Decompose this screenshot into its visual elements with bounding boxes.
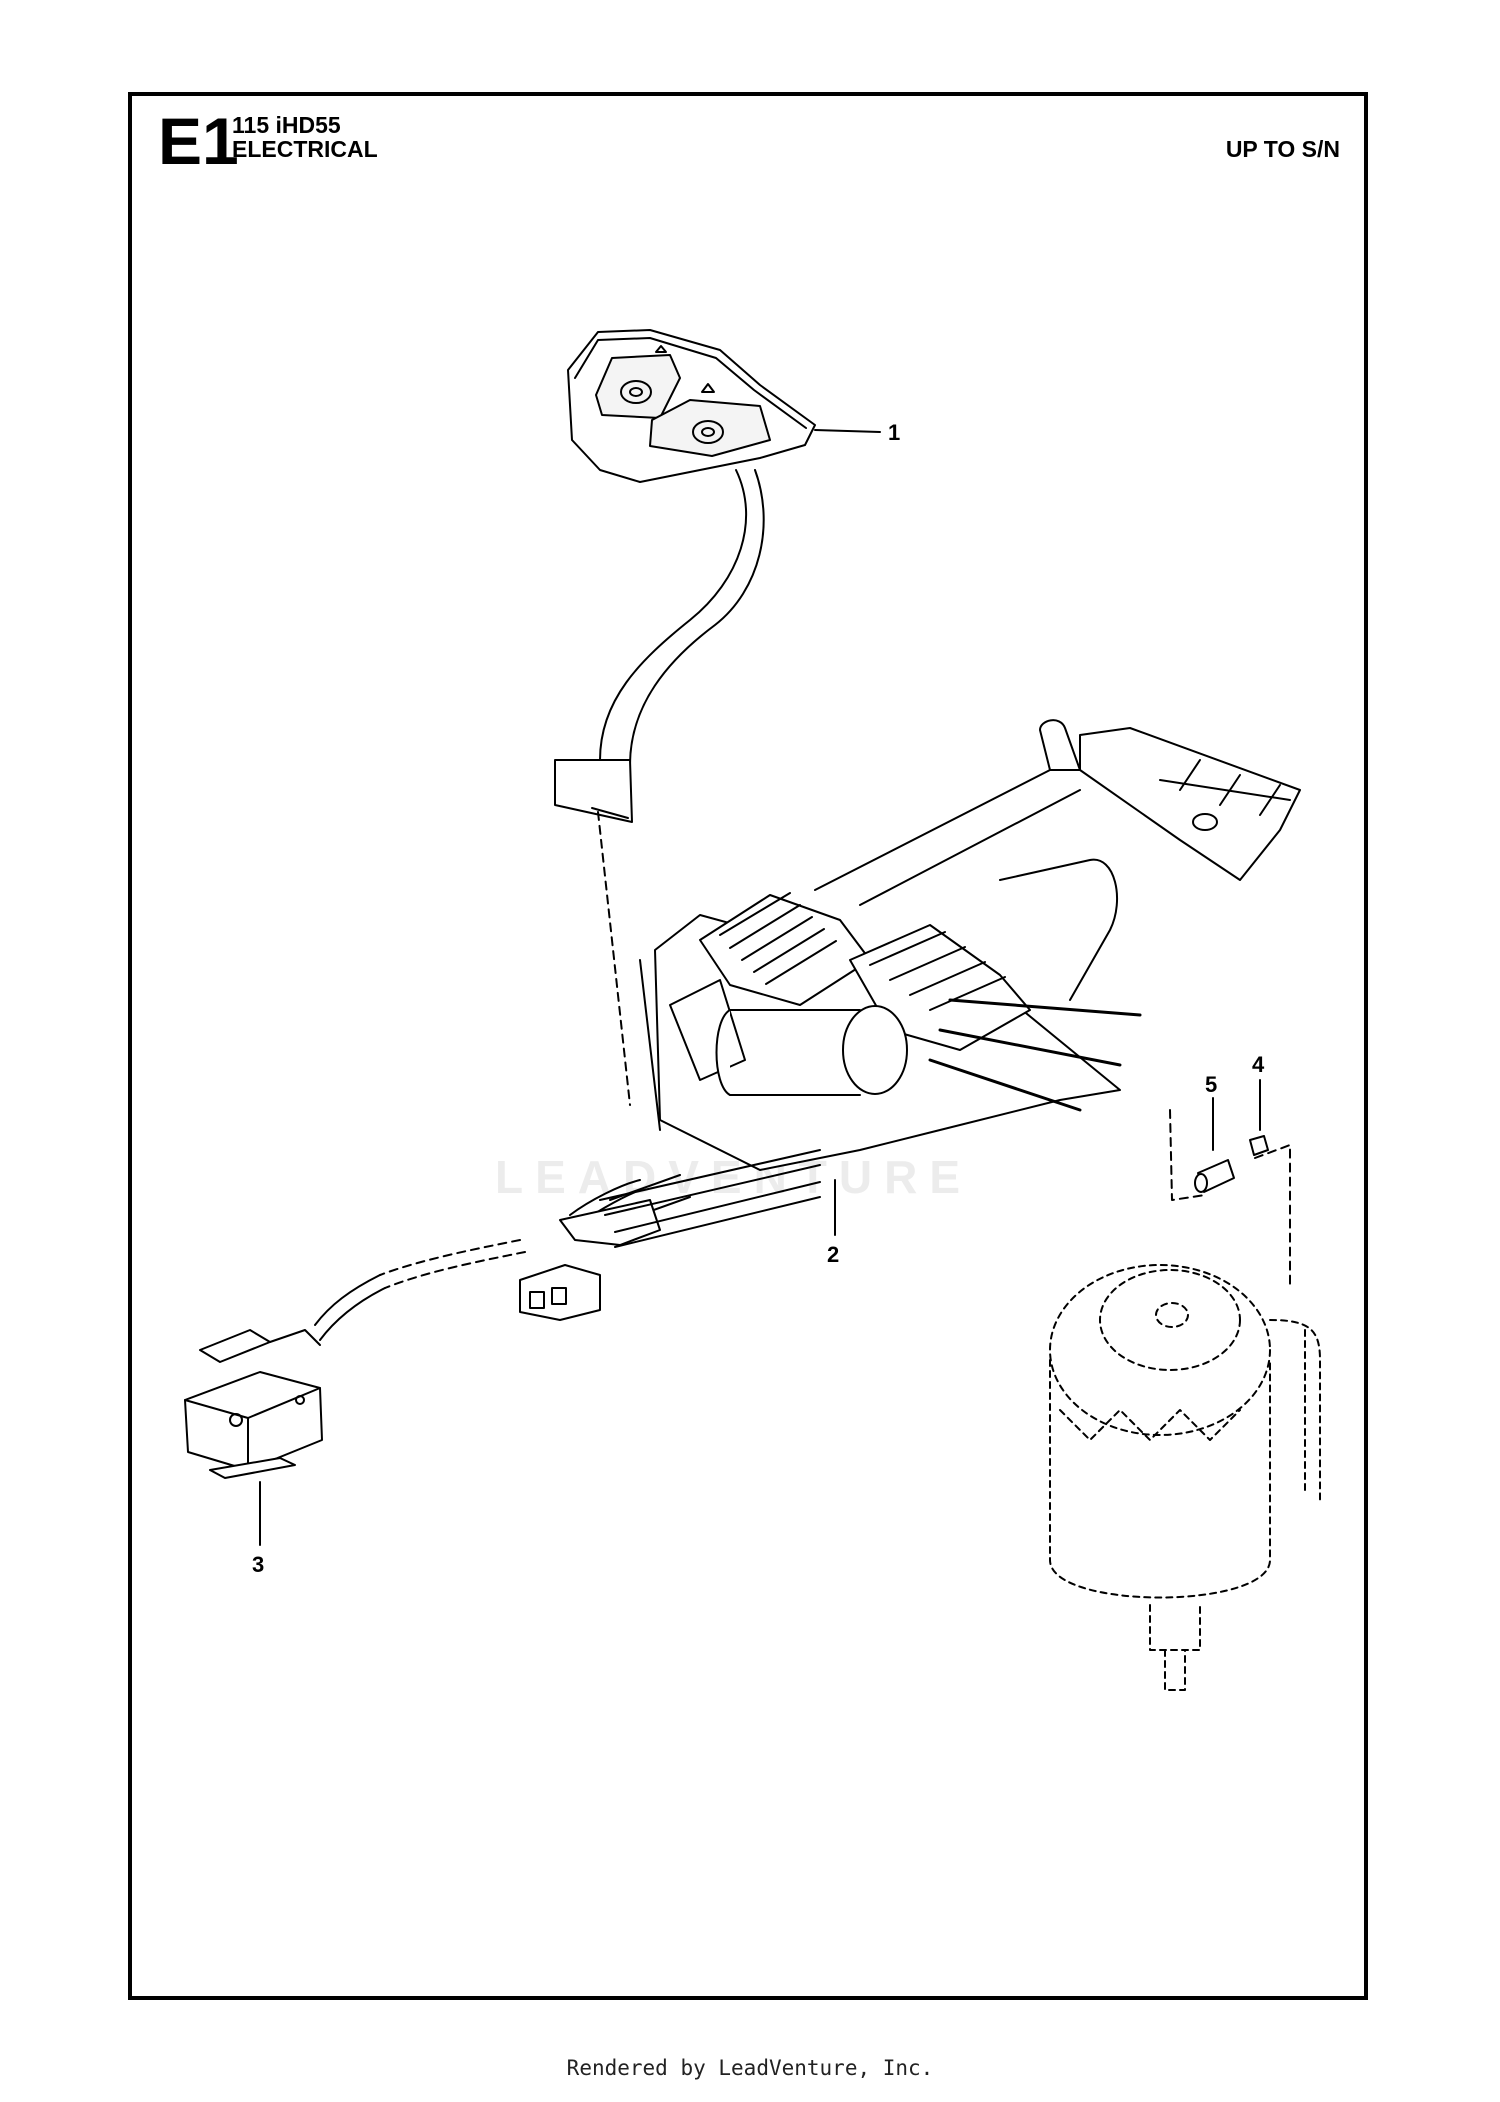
model-name: 115 iHD55 [232,112,341,138]
callout-5: 5 [1205,1072,1217,1097]
motor-reference [1049,1264,1321,1691]
serial-note: UP TO S/N [1225,136,1340,162]
watermark: LEADVENTURE [495,1151,973,1203]
pin-part [1194,1097,1235,1193]
callout-leaders [814,429,881,433]
callout-3: 3 [252,1552,264,1577]
section-code: E1 [158,104,239,178]
diagram-frame [128,92,1368,2000]
clip-part [1249,1079,1269,1156]
assembly-leaders [597,811,1291,1289]
circuit-board-part [314,719,1301,1341]
callout-4: 4 [1252,1052,1265,1077]
callout-1: 1 [888,420,900,445]
callout-2: 2 [827,1242,839,1267]
section-title: ELECTRICAL [232,136,378,162]
footer-credit: Rendered by LeadVenture, Inc. [566,2056,934,2080]
microswitch-part [184,1329,323,1546]
control-panel-part [554,329,816,823]
